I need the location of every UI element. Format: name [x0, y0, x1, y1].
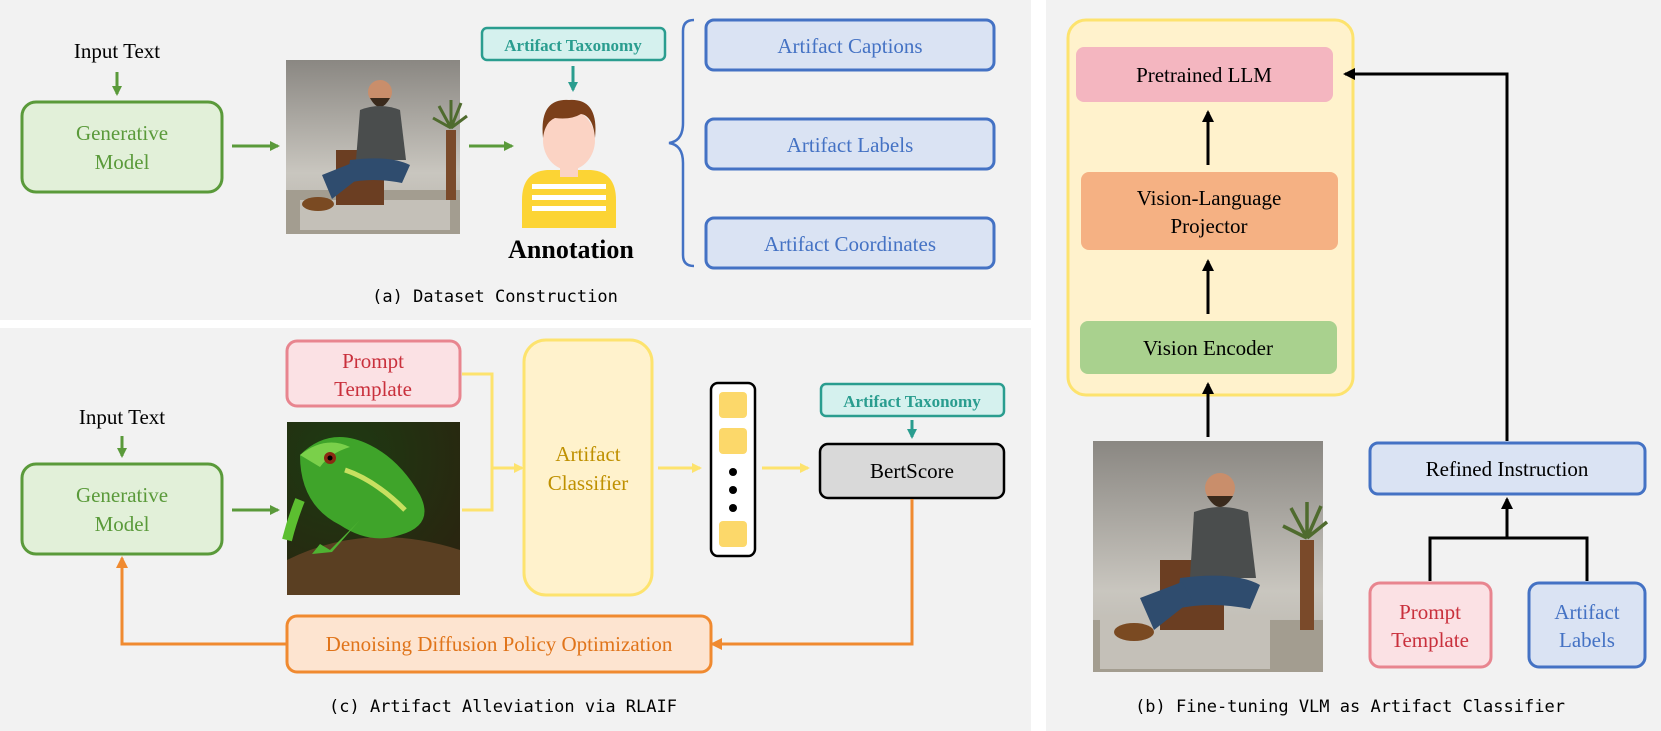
prompt-template-line1-c: Prompt: [342, 349, 404, 373]
ddpo-label: Denoising Diffusion Policy Optimization: [326, 632, 673, 656]
prompt-template-line2-c: Template: [334, 377, 412, 401]
caption-b: (b) Fine-tuning VLM as Artifact Classifi…: [1135, 697, 1565, 717]
arrow-instruction-to-llm: [1343, 68, 1509, 441]
prompt-template-line2-b: Template: [1391, 628, 1469, 652]
ddpo-box: [285, 614, 713, 674]
vision-language-projector-box: [1081, 172, 1338, 250]
generative-model-line1-a: Generative: [76, 121, 168, 145]
artifact-classifier-box: [522, 338, 654, 597]
connector-prompt-to-classifier: [462, 372, 524, 473]
arrow-bertscore-to-ddpo: [710, 499, 914, 650]
generative-model-line2-a: Model: [95, 150, 150, 174]
artifact-classifier-line1: Artifact: [555, 442, 620, 466]
annotation-label: Annotation: [508, 235, 634, 264]
artifact-taxonomy-box-c: [819, 382, 1006, 418]
refined-instruction-box: [1368, 441, 1647, 496]
artifact-labels-line1-b: Artifact: [1554, 600, 1619, 624]
prompt-template-box-c: [285, 339, 462, 408]
vision-encoder-label: Vision Encoder: [1143, 336, 1273, 360]
artifact-labels-box-b: [1527, 581, 1647, 669]
artifact-labels-box-a: [704, 117, 996, 171]
prompt-template-line1-b: Prompt: [1399, 600, 1461, 624]
artifact-captions-label: Artifact Captions: [777, 34, 922, 58]
input-text-label-c: Input Text: [79, 405, 165, 429]
projector-line1: Vision-Language: [1137, 186, 1282, 210]
caption-c: (c) Artifact Alleviation via RLAIF: [329, 697, 677, 717]
output-token-column: [709, 381, 757, 558]
artifact-taxonomy-label-c: Artifact Taxonomy: [843, 392, 981, 411]
pretrained-llm-box: [1076, 47, 1333, 102]
generative-model-line1-c: Generative: [76, 483, 168, 507]
pretrained-llm-label: Pretrained LLM: [1136, 63, 1272, 87]
artifact-taxonomy-box-a: [480, 26, 667, 62]
prompt-template-box-b: [1368, 581, 1493, 669]
artifact-classifier-line2: Classifier: [548, 471, 628, 495]
caption-a: (a) Dataset Construction: [372, 287, 618, 307]
artifact-captions-box: [704, 18, 996, 72]
connector-image-to-classifier: [462, 468, 494, 512]
output-brace: [668, 18, 695, 268]
artifact-coordinates-label: Artifact Coordinates: [764, 232, 936, 256]
arrow-ddpo-to-model: [116, 556, 286, 646]
artifact-taxonomy-label-a: Artifact Taxonomy: [504, 36, 642, 55]
artifact-labels-line2-b: Labels: [1559, 628, 1615, 652]
annotator-person-icon: [522, 99, 616, 228]
generative-model-box-c: [20, 462, 224, 556]
artifact-labels-label-a: Artifact Labels: [787, 133, 914, 157]
projector-line2: Projector: [1171, 214, 1248, 238]
generative-model-line2-c: Model: [95, 512, 150, 536]
generated-image-man-a: [286, 60, 468, 234]
bertscore-label: BertScore: [870, 459, 954, 483]
vision-encoder-box: [1080, 321, 1337, 374]
input-text-label-a: Input Text: [74, 39, 160, 63]
artifact-coordinates-box: [704, 216, 996, 270]
generated-image-man-b: [1093, 441, 1329, 672]
generated-image-lizard: [282, 422, 460, 595]
bertscore-box: [818, 442, 1006, 500]
refined-instruction-label: Refined Instruction: [1426, 457, 1589, 481]
generative-model-box-a: [20, 100, 224, 194]
